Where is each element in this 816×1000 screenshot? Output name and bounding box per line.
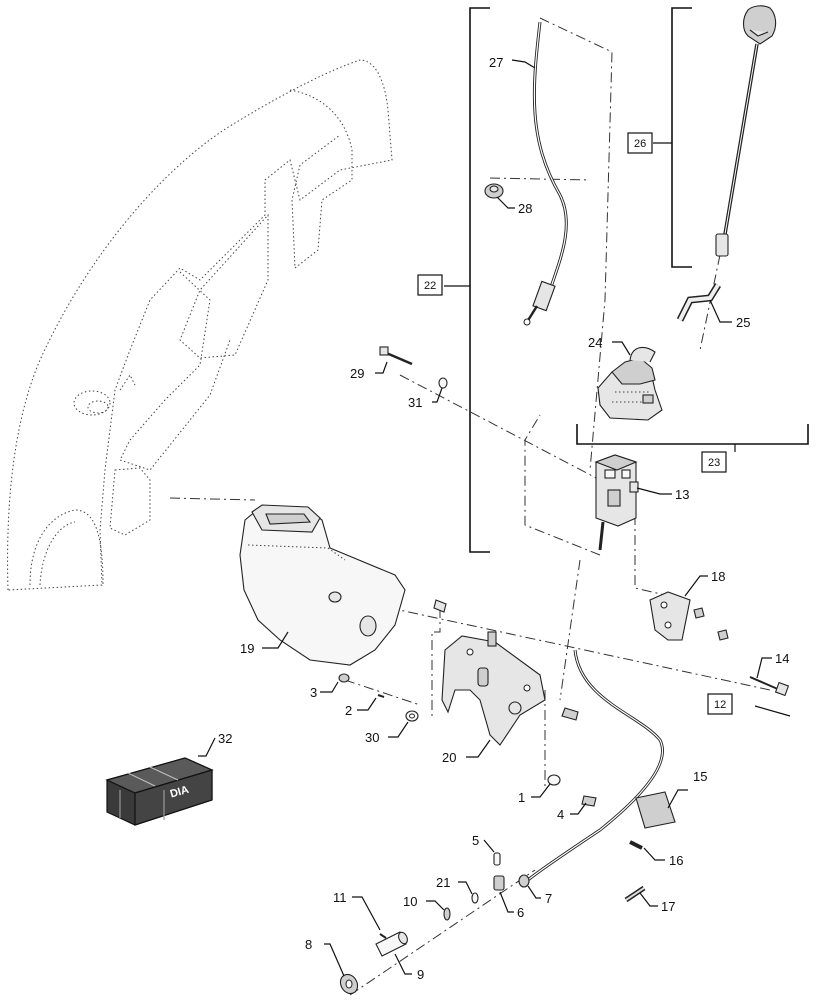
part-26-shift-lever bbox=[715, 5, 777, 257]
part-17-pin bbox=[624, 885, 646, 903]
part-10-ring bbox=[443, 907, 451, 921]
group-bracket-12 bbox=[754, 705, 791, 717]
part-9-sleeve bbox=[375, 931, 408, 957]
part-8-cap bbox=[339, 973, 359, 995]
assembly-centerlines bbox=[169, 17, 771, 996]
group-bracket-26 bbox=[653, 7, 692, 268]
part-7-ball-joint bbox=[518, 874, 530, 888]
callout-8: 8 bbox=[305, 937, 312, 952]
part-24-shift-boot bbox=[597, 346, 663, 421]
part-14-bolt bbox=[749, 676, 790, 697]
callout-21: 21 bbox=[436, 875, 450, 890]
callouts: 27 28 22 26 25 24 29 31 23 13 18 14 12 1… bbox=[198, 55, 789, 982]
callout-15: 15 bbox=[693, 769, 707, 784]
callout-2: 2 bbox=[345, 703, 352, 718]
part-15-label-plate bbox=[635, 791, 676, 829]
callout-6: 6 bbox=[517, 905, 524, 920]
callout-30: 30 bbox=[365, 730, 379, 745]
callout-23: 23 bbox=[708, 457, 720, 469]
part-6-clevis bbox=[493, 875, 505, 891]
lower-cable bbox=[527, 649, 664, 882]
part-21-washer bbox=[471, 892, 479, 904]
part-19-console-housing bbox=[239, 504, 406, 666]
callout-9: 9 bbox=[417, 967, 424, 982]
part-3-nut bbox=[338, 673, 350, 683]
part-20-mount-plate bbox=[433, 599, 579, 746]
callout-14: 14 bbox=[775, 651, 789, 666]
callout-24: 24 bbox=[588, 335, 602, 350]
part-18-mount-bracket bbox=[649, 591, 729, 641]
callout-3: 3 bbox=[310, 685, 317, 700]
part-32-crate: DIA bbox=[105, 757, 214, 826]
callout-29: 29 bbox=[350, 366, 364, 381]
part-2-pin bbox=[377, 694, 385, 698]
callout-22: 22 bbox=[424, 280, 436, 292]
part-16-pin bbox=[629, 840, 643, 850]
callout-31: 31 bbox=[408, 395, 422, 410]
callout-18: 18 bbox=[711, 569, 725, 584]
part-30-washer bbox=[405, 710, 419, 722]
callout-27: 27 bbox=[489, 55, 503, 70]
callout-1: 1 bbox=[518, 790, 525, 805]
callout-11: 11 bbox=[333, 890, 347, 905]
part-25-hose bbox=[676, 283, 721, 322]
console-side-panel bbox=[7, 59, 393, 591]
crate-label: DIA bbox=[169, 784, 191, 801]
callout-13: 13 bbox=[675, 487, 689, 502]
part-28-grommet bbox=[484, 183, 504, 199]
callout-4: 4 bbox=[557, 807, 564, 822]
callout-20: 20 bbox=[442, 750, 456, 765]
group-bracket-23 bbox=[576, 424, 809, 452]
callout-17: 17 bbox=[661, 899, 675, 914]
part-29-bolt bbox=[379, 346, 413, 366]
callout-7: 7 bbox=[545, 891, 552, 906]
callout-28: 28 bbox=[518, 201, 532, 216]
part-27-cable bbox=[523, 21, 568, 326]
callout-box-23 bbox=[701, 451, 727, 473]
part-5-clip bbox=[493, 852, 501, 866]
callout-10: 10 bbox=[403, 894, 417, 909]
part-1-washer bbox=[547, 774, 561, 786]
part-31-washer bbox=[438, 377, 448, 389]
callout-box-12 bbox=[707, 693, 733, 715]
part-11-pin bbox=[379, 933, 387, 939]
callout-32: 32 bbox=[218, 731, 232, 746]
callout-26: 26 bbox=[634, 138, 646, 150]
callout-16: 16 bbox=[669, 853, 683, 868]
group-bracket-22 bbox=[444, 7, 490, 553]
part-4-bolt bbox=[581, 795, 597, 807]
callout-box-26 bbox=[627, 132, 653, 154]
callout-box-22 bbox=[417, 274, 443, 296]
callout-5: 5 bbox=[472, 833, 479, 848]
callout-19: 19 bbox=[240, 641, 254, 656]
callout-12: 12 bbox=[714, 699, 726, 711]
part-13-shifter-assembly bbox=[594, 454, 639, 551]
callout-25: 25 bbox=[736, 315, 750, 330]
